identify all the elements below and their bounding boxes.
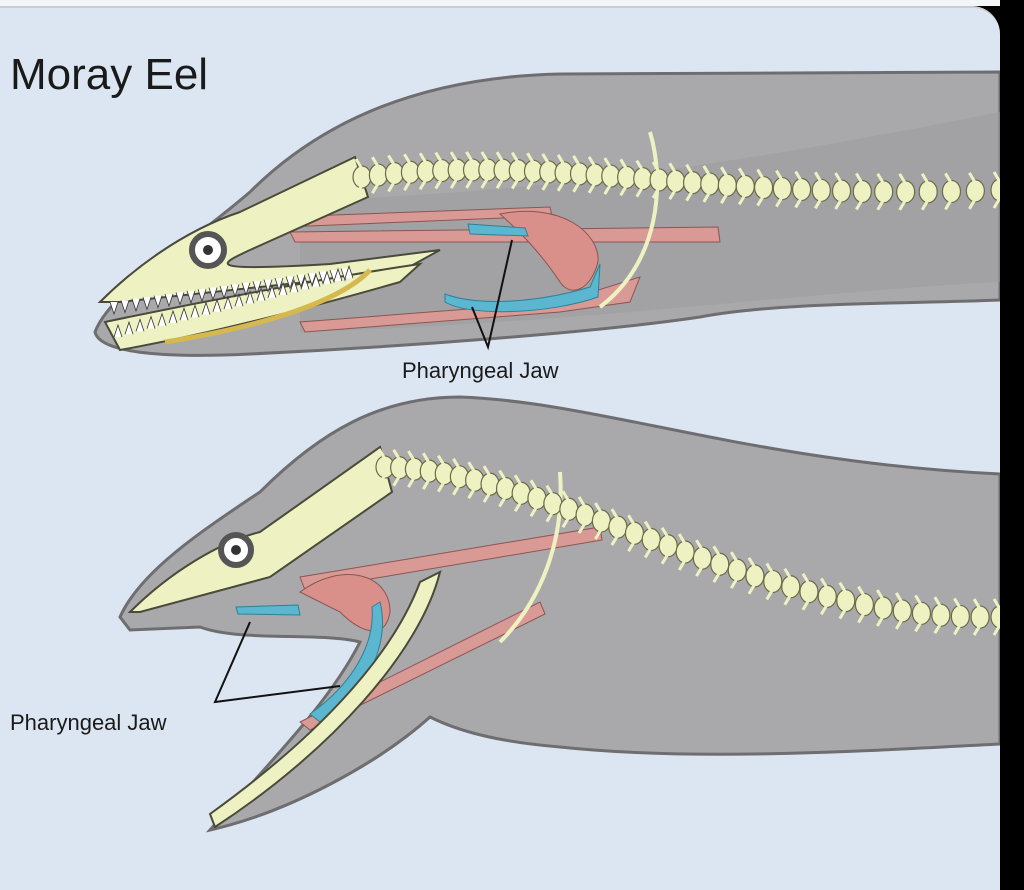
vertebra [896,180,916,204]
diagram-title: Moray Eel [10,50,209,99]
vertebra [990,605,1000,629]
vertebra [950,604,970,629]
vertebra [735,174,755,199]
vertebra [753,175,774,200]
vertebra [854,592,875,617]
diagram-panel: Moray Eel Pharyngeal Jaw Pharyngeal Jaw [0,6,1000,890]
eel-closed-mouth [93,70,1000,357]
vertebra [575,503,595,527]
muscle [299,526,603,591]
vertebra [965,179,985,203]
vertebra [633,167,653,191]
vertebra [874,180,894,204]
vertebra [700,172,720,196]
vertebra [717,173,737,197]
vertebra [608,515,628,539]
pharyngeal-jaw-label-bottom: Pharyngeal Jaw [10,710,167,735]
vertebra [384,161,405,186]
eel-illustration [93,70,1000,833]
vertebra [941,179,962,204]
pharyngeal-jaw-upper [235,604,301,616]
vertebra [368,163,388,187]
vertebra [658,534,678,558]
label-pointer-lines [213,239,513,704]
vertebra [601,164,621,188]
vertebra [811,178,831,202]
vertebra [591,509,611,533]
teeth [109,264,354,338]
eel-open-mouth [118,395,1000,833]
vertebra [763,569,783,594]
spine [352,151,1000,211]
vertebra [990,178,1000,202]
vertebra [352,165,372,189]
vertebra [559,497,579,521]
vertebra [772,176,792,201]
vertebra [511,481,531,505]
vertebra [852,179,872,204]
pharyngeal-jaw-label-top: Pharyngeal Jaw [402,358,559,383]
vertebra [970,605,990,629]
vertebra [918,180,938,204]
muscle [299,574,391,632]
vertebra [791,177,812,202]
vertebra [617,165,637,189]
vertebra [527,486,547,510]
pharyngeal-jaw-lower [444,263,601,313]
vertebra [836,589,856,613]
vertebra [692,546,712,570]
vertebra [495,476,516,501]
vertebra [873,596,893,620]
vertebra [817,584,837,608]
skull [97,155,441,303]
vertebra [666,169,686,193]
vertebra [745,564,765,588]
vertebra [781,575,801,599]
pharyngeal-jaw-upper [467,223,529,237]
vertebra [892,599,912,623]
vertebra [543,492,563,516]
vertebra [710,552,730,576]
vertebra [624,521,645,545]
spine [375,448,1000,636]
top-border [0,0,1000,6]
vertebra [727,558,747,582]
vertebra [931,603,951,627]
vertebra [831,179,852,203]
vertebra [675,540,695,564]
vertebra [682,171,703,195]
lower-jaw [208,570,442,829]
vertebra [911,601,932,625]
vertebra [799,580,819,604]
vertebra [649,168,669,192]
vertebra [641,527,661,552]
